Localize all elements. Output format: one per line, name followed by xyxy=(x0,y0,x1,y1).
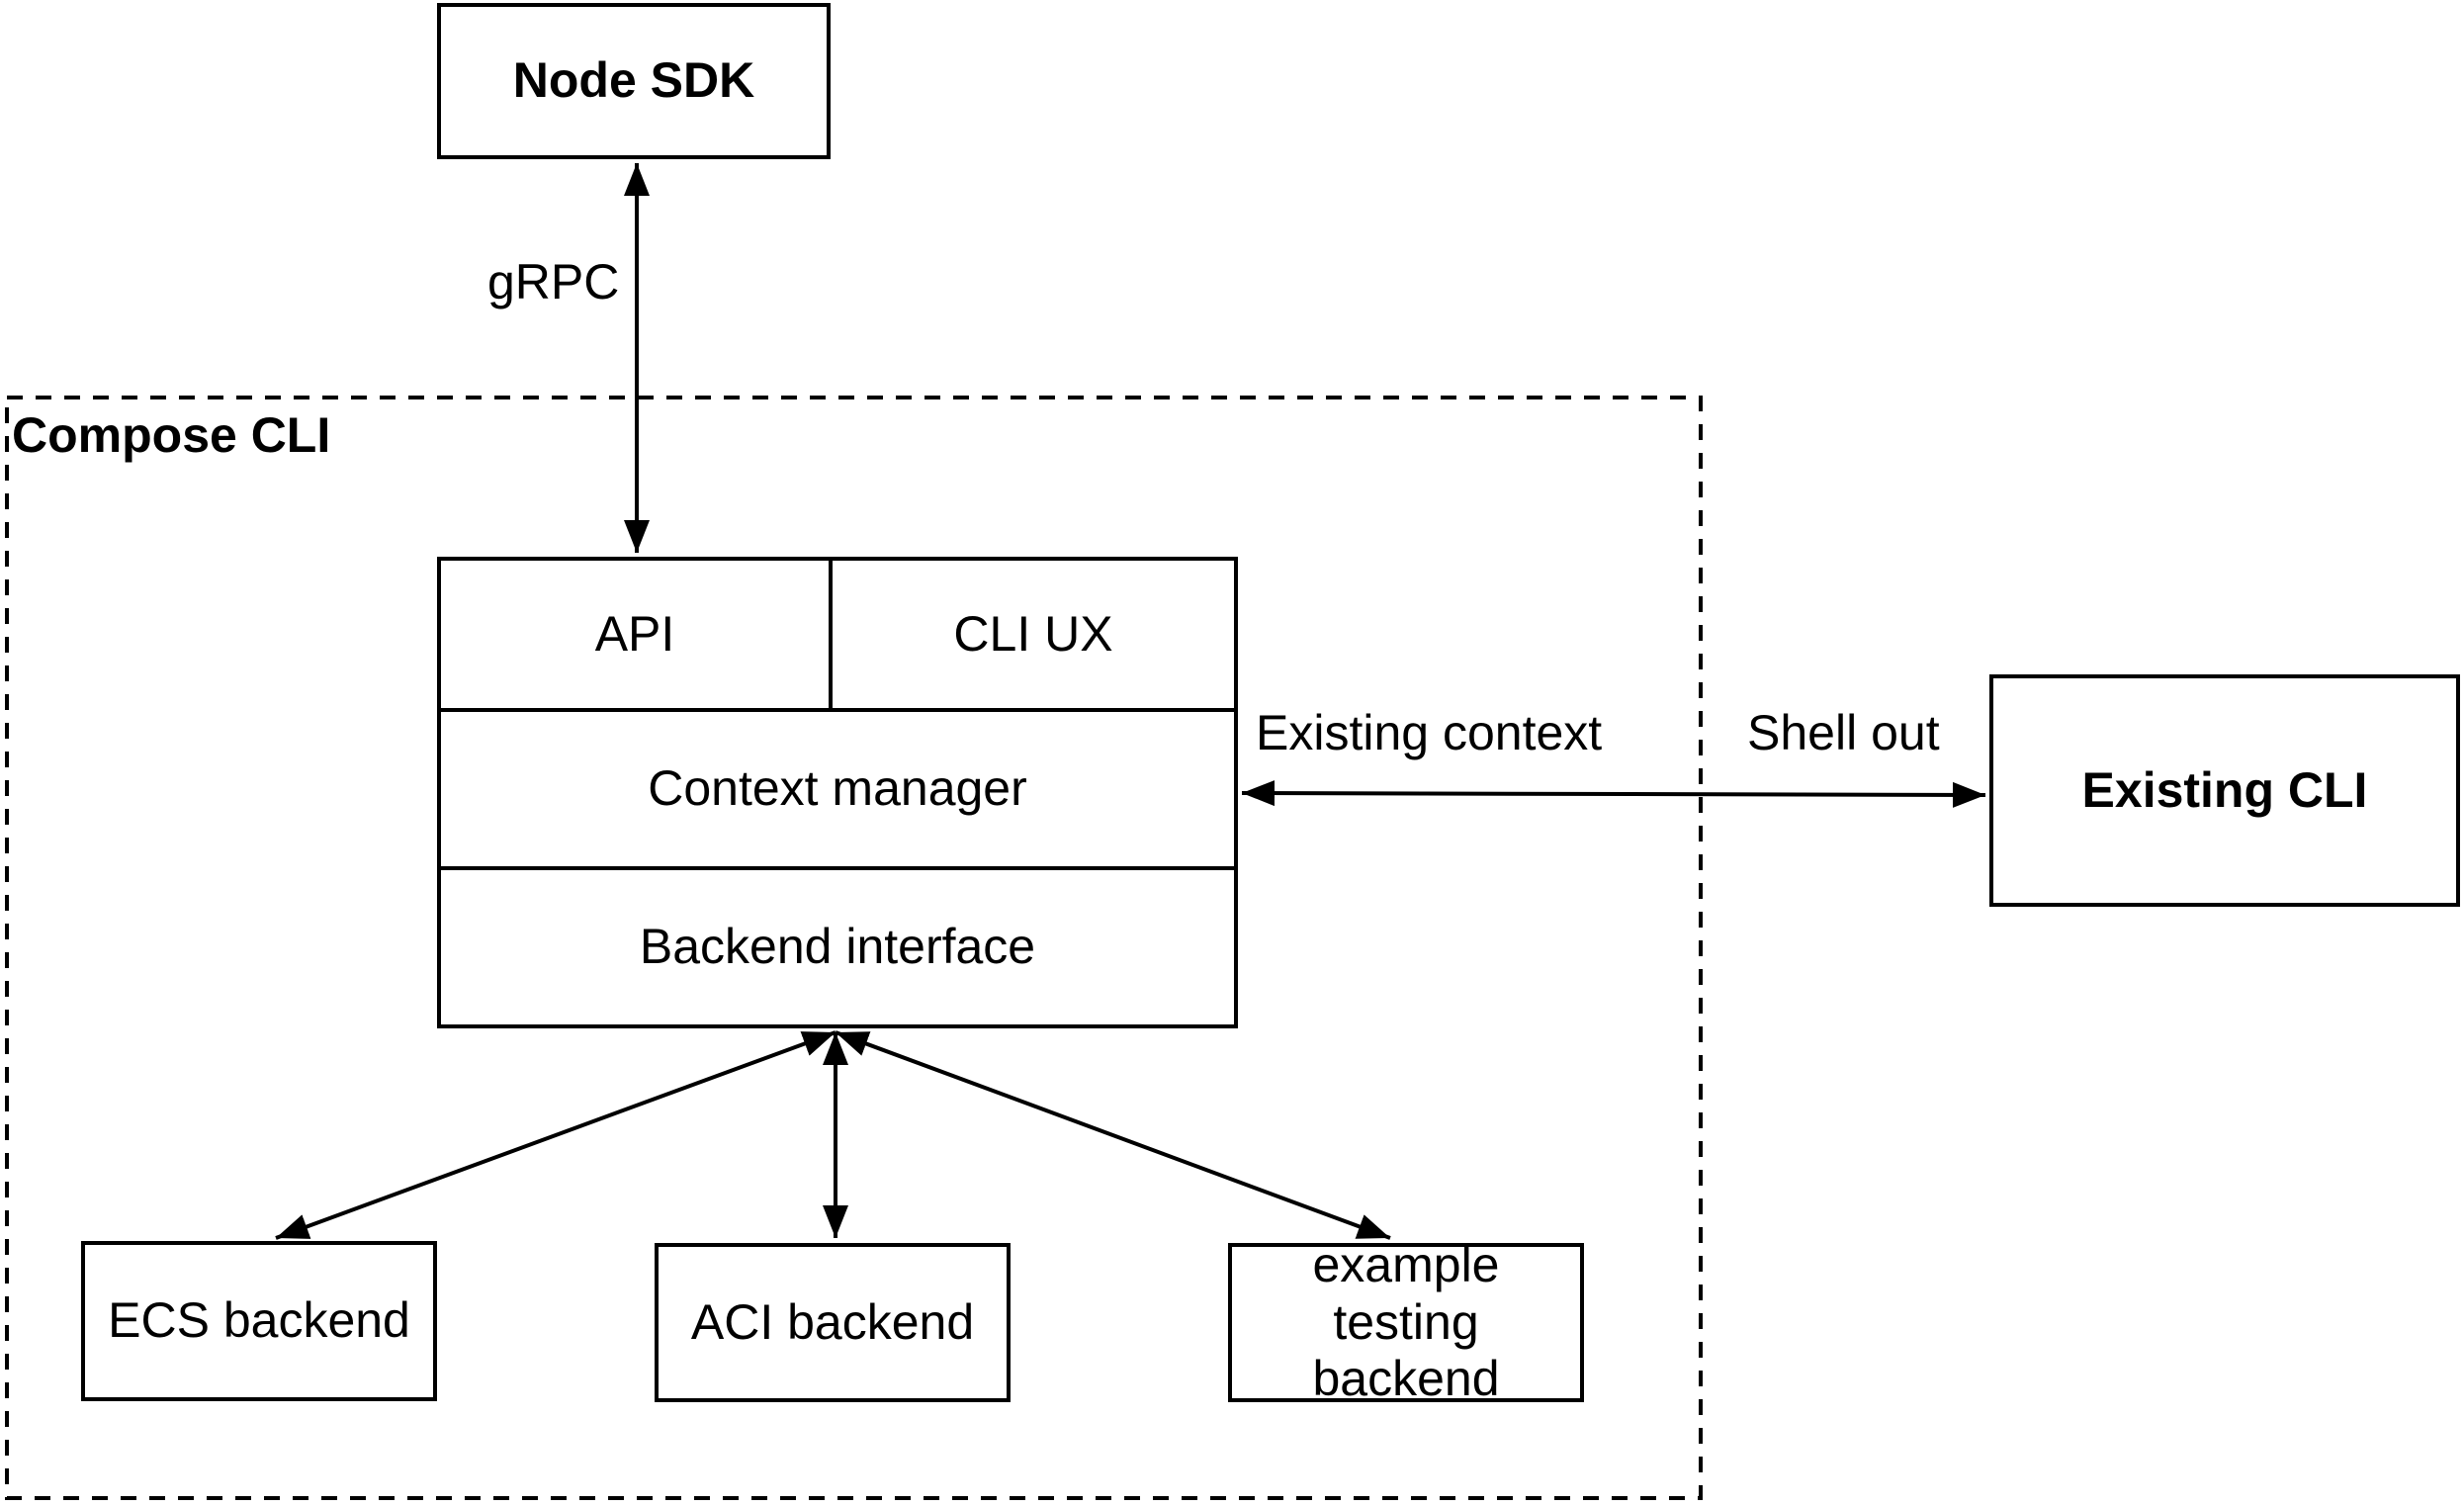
compose-cli-core-box: API CLI UX Context manager Backend inter… xyxy=(437,557,1238,1028)
existing-context-shell-out-arrow xyxy=(1241,780,1986,808)
context-manager-cell: Context manager xyxy=(441,712,1234,870)
backend-interface-cell: Backend interface xyxy=(441,870,1234,1024)
cli-ux-cell: CLI UX xyxy=(833,561,1234,712)
existing-context-edge-label: Existing context xyxy=(1256,705,1603,762)
node-sdk-label: Node SDK xyxy=(512,52,755,109)
existing-cli-label: Existing CLI xyxy=(2081,761,2368,818)
shell-out-edge-label: Shell out xyxy=(1747,705,1940,762)
backend-to-example-testing-arrow xyxy=(835,1030,1391,1240)
compose-cli-container-label: Compose CLI xyxy=(12,407,331,463)
ecs-backend-box: ECS backend xyxy=(81,1241,437,1401)
aci-backend-box: ACI backend xyxy=(655,1243,1011,1402)
aci-backend-label: ACI backend xyxy=(690,1293,975,1350)
node-sdk-box: Node SDK xyxy=(437,3,831,159)
backend-interface-label: Backend interface xyxy=(639,919,1036,975)
api-label: API xyxy=(594,605,675,662)
existing-cli-box: Existing CLI xyxy=(1989,674,2460,907)
example-testing-backend-box: example testing backend xyxy=(1228,1237,1584,1406)
cli-ux-label: CLI UX xyxy=(953,605,1113,662)
api-cell: API xyxy=(441,561,833,712)
example-testing-backend-label: example testing backend xyxy=(1312,1237,1500,1407)
ecs-backend-label: ECS backend xyxy=(108,1292,410,1349)
context-manager-label: Context manager xyxy=(648,760,1027,817)
grpc-edge-label: gRPC xyxy=(487,254,620,311)
backend-to-ecs-arrow xyxy=(275,1030,836,1240)
